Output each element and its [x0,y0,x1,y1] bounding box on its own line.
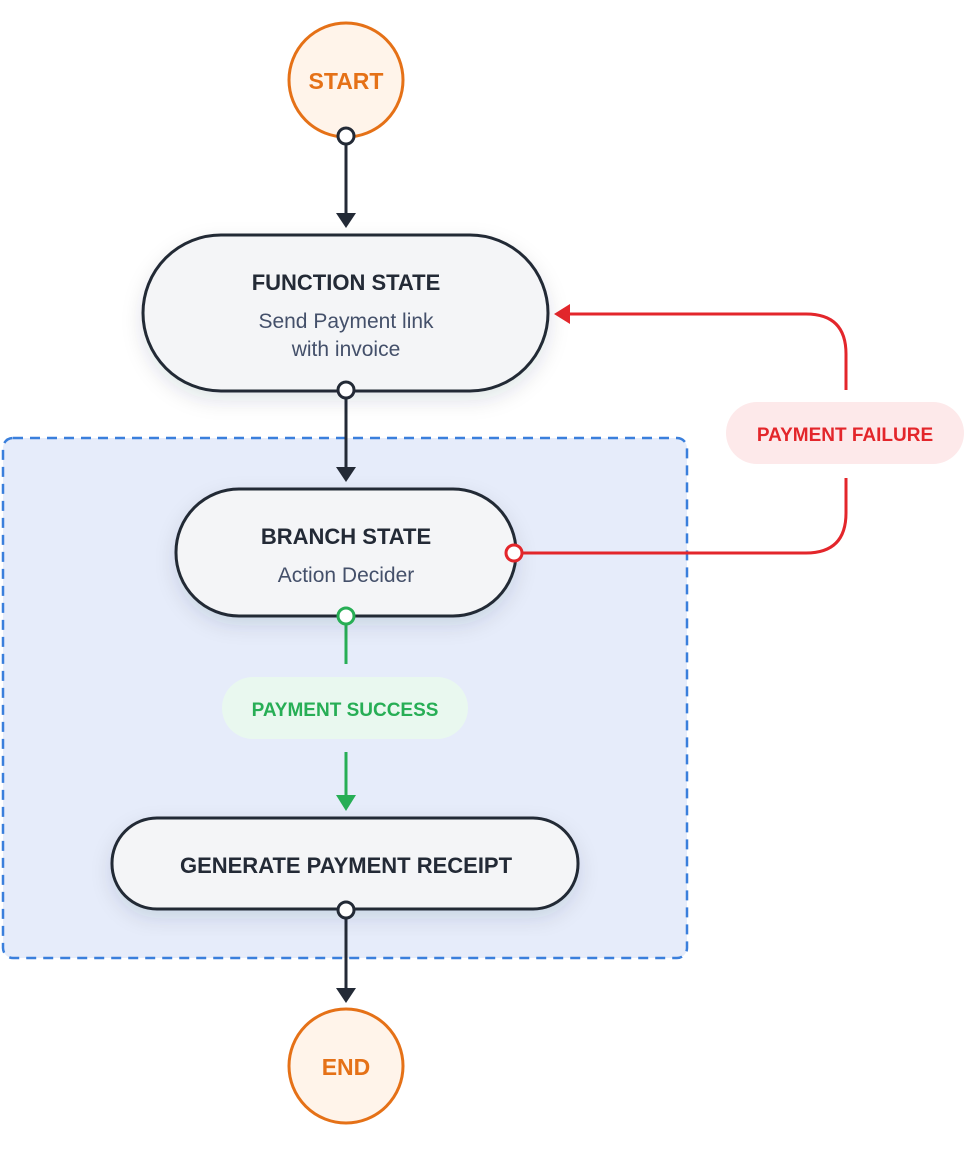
start-output-port[interactable] [336,126,356,146]
edge-failure [522,304,848,555]
branch-state-subtitle: Action Decider [278,564,415,587]
branch-failure-port[interactable] [504,543,524,563]
edge-success [336,624,356,811]
payment-failure-label: PAYMENT FAILURE [726,402,964,464]
end-label: END [322,1054,371,1080]
payment-success-text: PAYMENT SUCCESS [252,700,439,721]
payment-success-label: PAYMENT SUCCESS [222,677,468,739]
arrowhead-icon [336,213,356,228]
edge-receipt-to-end [336,918,356,1003]
arrowhead-icon [336,795,356,811]
start-label: START [309,68,384,94]
function-state-subtitle-line2: with invoice [291,338,401,361]
function-state-title: FUNCTION STATE [252,270,441,295]
branch-state-title: BRANCH STATE [261,524,431,549]
function-output-port[interactable] [336,380,356,400]
payment-failure-text: PAYMENT FAILURE [757,425,933,446]
arrowhead-icon [554,304,570,324]
end-node: END [287,1007,405,1125]
start-node: START [287,21,405,139]
edge-function-to-branch [336,398,356,482]
arrowhead-icon [336,467,356,482]
edge-start-to-function [336,144,356,228]
receipt-output-port[interactable] [336,900,356,920]
receipt-title: GENERATE PAYMENT RECEIPT [180,853,513,878]
branch-success-port[interactable] [336,606,356,626]
arrowhead-icon [336,988,356,1003]
branch-state-node[interactable] [174,487,518,618]
function-state-subtitle-line1: Send Payment link [258,310,434,333]
